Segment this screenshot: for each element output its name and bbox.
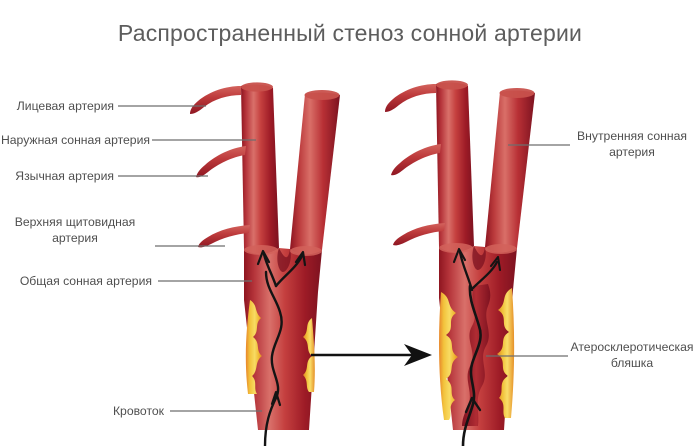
- right-artery-severe-stenosis: [385, 80, 535, 446]
- label-superior-thyroid-artery: Верхняя щитовидная артерия: [14, 215, 136, 245]
- right-external-carotid-artery: [436, 82, 474, 252]
- right-facial-artery: [385, 84, 436, 112]
- leader-lines-right: [486, 144, 570, 357]
- right-plaque-deposit-lateral: [439, 292, 458, 420]
- left-lingual-artery: [196, 146, 246, 178]
- right-plaque-deposit-medial: [497, 288, 515, 418]
- label-atherosclerotic-plaque: Атеросклеротическая бляшка: [570, 340, 694, 370]
- label-facial-artery: Лицевая артерия: [16, 99, 114, 113]
- right-blood-flow-line: [461, 284, 482, 446]
- leader-lines-left: [118, 105, 262, 412]
- right-flow-arrow-internal: [471, 260, 499, 290]
- left-plaque-deposit-lateral: [245, 300, 262, 394]
- label-blood-flow: Кровоток: [112, 404, 164, 418]
- label-external-carotid-artery: Наружная сонная артерия: [0, 133, 150, 147]
- progression-arrow: [311, 344, 432, 366]
- right-internal-carotid-artery: [485, 90, 535, 253]
- left-flow-arrow-external: [262, 252, 278, 288]
- left-blood-flow-midarrow: [270, 390, 282, 407]
- left-internal-carotid-artery: [290, 92, 340, 255]
- left-plaque-deposit-medial: [303, 318, 315, 392]
- left-artery-moderate-stenosis: [190, 82, 340, 446]
- right-flow-arrow-external: [458, 250, 474, 292]
- figure-title: Распространенный стеноз сонной артерии: [117, 20, 583, 46]
- left-superior-thyroid-artery: [198, 225, 250, 248]
- left-flow-arrow-internal: [274, 254, 304, 288]
- left-external-carotid-artery: [241, 84, 279, 254]
- label-common-carotid-artery: Общая сонная артерия: [19, 274, 152, 288]
- right-superior-thyroid-artery: [393, 223, 445, 246]
- right-lingual-artery: [391, 144, 441, 176]
- left-blood-flow-line: [263, 270, 283, 446]
- label-internal-carotid-artery: Внутренняя сонная артерия: [577, 129, 687, 159]
- right-blood-flow-midarrow: [464, 396, 482, 414]
- left-facial-artery: [190, 86, 241, 114]
- left-common-carotid-artery: [244, 248, 322, 430]
- label-lingual-artery: Язычная артерия: [15, 169, 114, 183]
